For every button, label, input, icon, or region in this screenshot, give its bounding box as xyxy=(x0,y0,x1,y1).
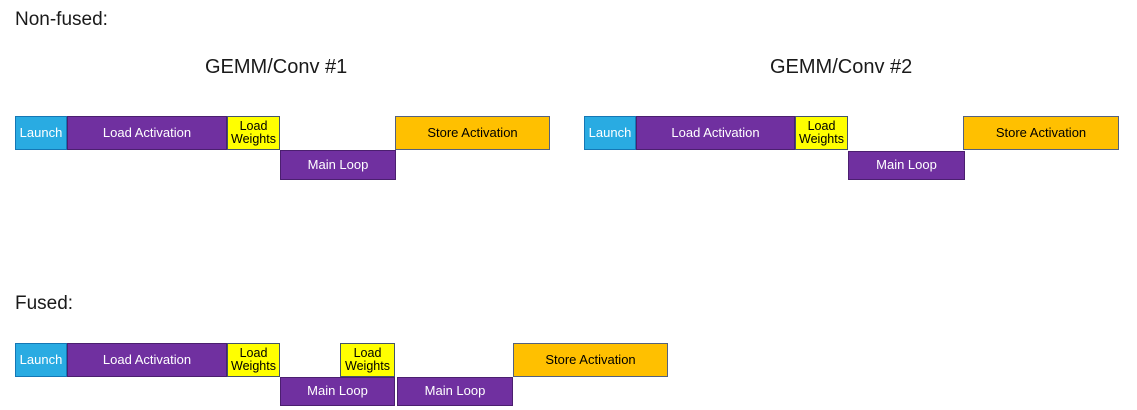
launch-box: Launch xyxy=(15,343,67,377)
main-loop-box: Main Loop xyxy=(848,151,965,180)
load-weights-line2: Weights xyxy=(345,359,390,373)
load-weights-line1: Load xyxy=(239,118,268,133)
load-weights-line2: Weights xyxy=(231,132,276,146)
launch-box: Launch xyxy=(584,116,636,150)
store-activation-box: Store Activation xyxy=(513,343,668,377)
main-loop-box: Main Loop xyxy=(280,150,396,180)
store-activation-box: Store Activation xyxy=(963,116,1119,150)
load-weights-line1: Load xyxy=(239,345,268,360)
gemm-conv-2-heading: GEMM/Conv #2 xyxy=(770,56,913,78)
store-activation-box: Store Activation xyxy=(395,116,550,150)
launch-box: Launch xyxy=(15,116,67,150)
fused-section-label: Fused: xyxy=(15,293,74,314)
main-loop-box: Main Loop xyxy=(280,377,395,406)
load-weights-line2: Weights xyxy=(231,359,276,373)
load-weights-line2: Weights xyxy=(799,132,844,146)
load-activation-box: Load Activation xyxy=(636,116,795,150)
main-loop-box: Main Loop xyxy=(397,377,513,406)
load-weights-line1: Load xyxy=(807,118,836,133)
gemm-conv-1-heading: GEMM/Conv #1 xyxy=(205,56,348,78)
non-fused-section-label: Non-fused: xyxy=(15,9,108,30)
load-activation-box: Load Activation xyxy=(67,343,227,377)
load-activation-box: Load Activation xyxy=(67,116,227,150)
load-weights-line1: Load xyxy=(353,345,382,360)
